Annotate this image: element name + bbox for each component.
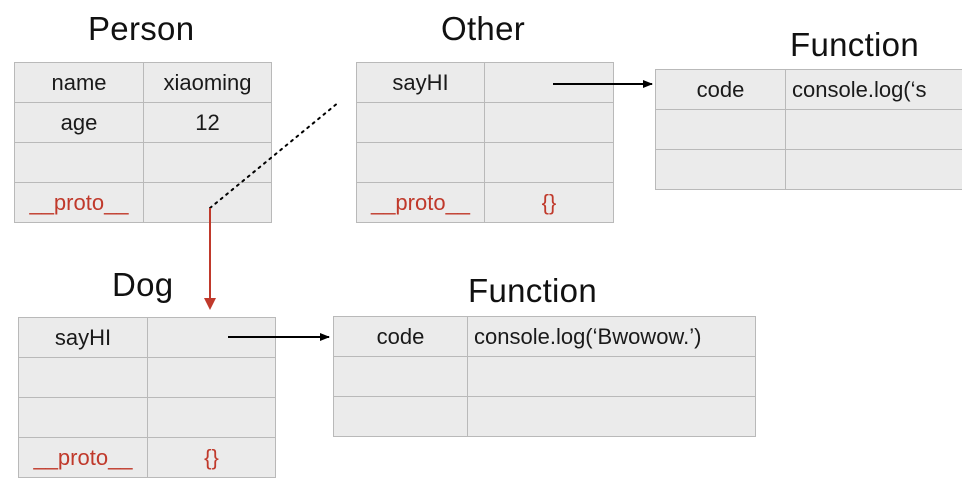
table-row: name xiaoming xyxy=(14,62,272,103)
proto-value: {} xyxy=(484,182,614,223)
table-row: __proto__ {} xyxy=(18,437,276,478)
table-row: sayHI xyxy=(18,317,276,358)
table-row: __proto__ xyxy=(14,182,272,223)
property-key xyxy=(18,397,148,438)
property-value xyxy=(147,397,276,438)
property-key xyxy=(14,142,144,183)
property-value xyxy=(143,142,272,183)
property-value: console.log(‘Bwowow.’) xyxy=(467,316,756,357)
other-object-table: sayHI __proto__ {} xyxy=(356,62,614,223)
property-value xyxy=(785,149,962,190)
property-value xyxy=(484,142,614,183)
property-key: code xyxy=(655,69,786,110)
property-value: 12 xyxy=(143,102,272,143)
table-row xyxy=(18,357,276,398)
property-key xyxy=(356,142,485,183)
table-row xyxy=(655,149,962,190)
property-key xyxy=(333,396,468,437)
property-key: code xyxy=(333,316,468,357)
property-key xyxy=(655,149,786,190)
table-row xyxy=(18,397,276,438)
table-row xyxy=(14,142,272,183)
property-value xyxy=(467,356,756,397)
property-key: name xyxy=(14,62,144,103)
proto-value: {} xyxy=(147,437,276,478)
property-key xyxy=(333,356,468,397)
proto-key: __proto__ xyxy=(14,182,144,223)
person-object-table: name xiaoming age 12 __proto__ xyxy=(14,62,272,223)
proto-value xyxy=(143,182,272,223)
property-value xyxy=(147,357,276,398)
property-key xyxy=(356,102,485,143)
table-row: age 12 xyxy=(14,102,272,143)
dog-object-table: sayHI __proto__ {} xyxy=(18,317,276,478)
table-row xyxy=(333,396,756,437)
property-value xyxy=(484,102,614,143)
other-title: Other xyxy=(441,10,526,47)
table-row xyxy=(333,356,756,397)
table-row xyxy=(356,102,614,143)
property-key: sayHI xyxy=(18,317,148,358)
person-title: Person xyxy=(88,10,195,47)
property-value xyxy=(484,62,614,103)
property-value xyxy=(147,317,276,358)
function-bottom-title: Function xyxy=(468,272,597,309)
proto-key: __proto__ xyxy=(18,437,148,478)
function-top-object-table: code console.log(‘s xyxy=(655,69,962,190)
table-row: __proto__ {} xyxy=(356,182,614,223)
property-key xyxy=(655,109,786,150)
property-key: sayHI xyxy=(356,62,485,103)
property-value xyxy=(467,396,756,437)
table-row: code console.log(‘s xyxy=(655,69,962,110)
table-row: sayHI xyxy=(356,62,614,103)
dog-title: Dog xyxy=(112,266,174,303)
property-key xyxy=(18,357,148,398)
table-row xyxy=(356,142,614,183)
proto-key: __proto__ xyxy=(356,182,485,223)
property-value: console.log(‘s xyxy=(785,69,962,110)
property-key: age xyxy=(14,102,144,143)
property-value xyxy=(785,109,962,150)
proto-to-dog-arrowhead xyxy=(204,298,216,310)
table-row: code console.log(‘Bwowow.’) xyxy=(333,316,756,357)
function-bottom-object-table: code console.log(‘Bwowow.’) xyxy=(333,316,756,437)
function-top-title: Function xyxy=(790,26,919,63)
table-row xyxy=(655,109,962,150)
property-value: xiaoming xyxy=(143,62,272,103)
